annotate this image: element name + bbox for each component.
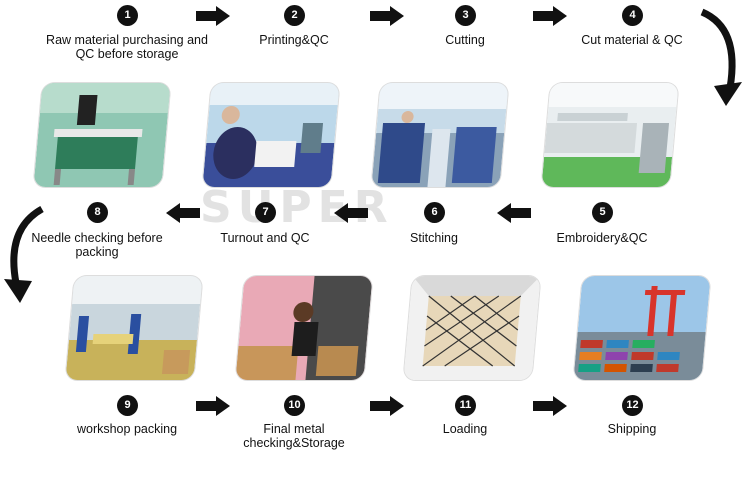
step-label: Cut material & QC <box>581 33 683 47</box>
step-number-badge: 6 <box>424 202 445 223</box>
step-number-badge: 7 <box>255 202 276 223</box>
step-number-badge: 5 <box>592 202 613 223</box>
step-label: Raw material purchasing and QC before st… <box>46 33 208 61</box>
step-label: Embroidery&QC <box>556 231 648 245</box>
flow-arrow-right-icon <box>370 6 404 26</box>
step-label: Stitching <box>410 231 458 245</box>
step-number-badge: 8 <box>87 202 108 223</box>
step-label: Final metal checking&Storage <box>243 422 345 450</box>
step-number-badge: 4 <box>622 5 643 26</box>
shipping-port-photo <box>573 276 711 380</box>
watermark: SUPER <box>200 182 394 233</box>
metal-check-storage-photo <box>235 276 373 380</box>
step-number-badge: 12 <box>622 395 643 416</box>
step-label: Needle checking before packing <box>31 231 163 259</box>
printing-workshop-photo <box>202 83 340 187</box>
flow-arrow-right-icon <box>533 396 567 416</box>
curved-arrow-down-icon <box>4 205 44 303</box>
step-label: Shipping <box>607 422 657 436</box>
flow-arrow-right-icon <box>370 396 404 416</box>
step-label: Cutting <box>445 33 485 47</box>
flow-arrow-left-icon <box>166 203 200 223</box>
inspection-machine-photo <box>33 83 171 187</box>
container-loading-photo <box>403 276 541 380</box>
curved-arrow-down-icon <box>700 8 742 106</box>
step-label: Turnout and QC <box>220 231 310 245</box>
step-label: Loading <box>442 422 488 436</box>
flow-arrow-left-icon <box>497 203 531 223</box>
cutting-workshop-photo <box>371 83 509 187</box>
step-label: workshop packing <box>76 422 178 436</box>
flow-arrow-left-icon <box>334 203 368 223</box>
cut-material-photo <box>541 83 679 187</box>
step-number-badge: 1 <box>117 5 138 26</box>
step-number-badge: 11 <box>455 395 476 416</box>
flow-arrow-right-icon <box>533 6 567 26</box>
step-number-badge: 10 <box>284 395 305 416</box>
step-number-badge: 2 <box>284 5 305 26</box>
flow-arrow-right-icon <box>196 396 230 416</box>
step-number-badge: 9 <box>117 395 138 416</box>
step-label: Printing&QC <box>259 33 329 47</box>
packing-workshop-photo <box>65 276 203 380</box>
flow-arrow-right-icon <box>196 6 230 26</box>
step-number-badge: 3 <box>455 5 476 26</box>
